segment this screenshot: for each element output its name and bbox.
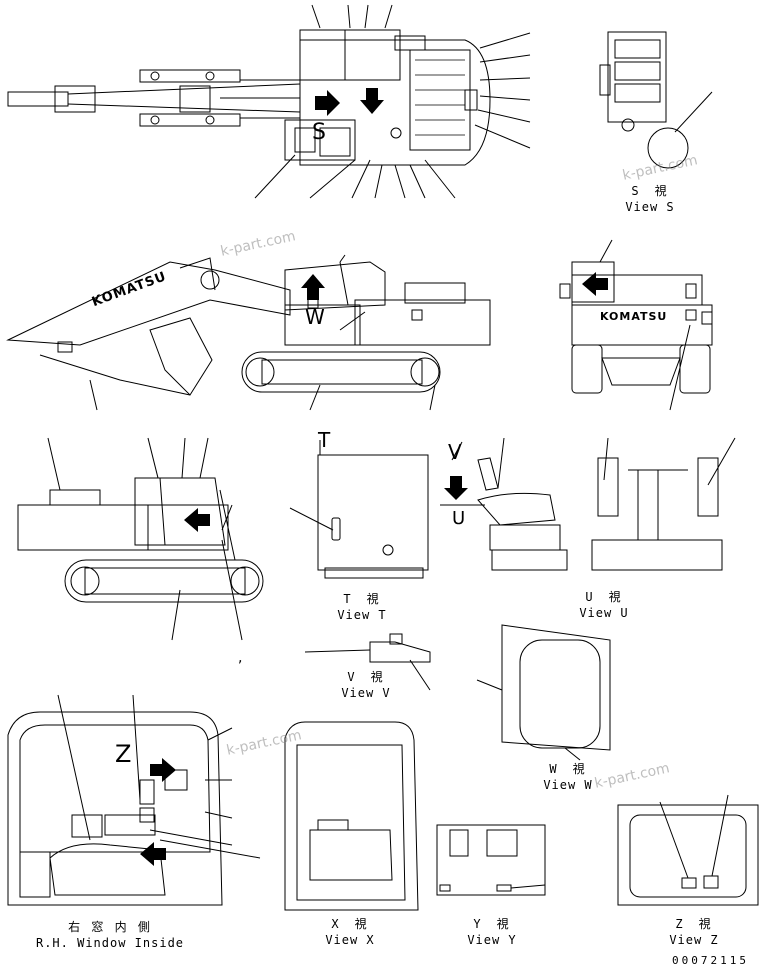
marker-z: Z bbox=[115, 740, 132, 768]
view-u-front bbox=[591, 437, 736, 571]
view-u-jp: U 視 bbox=[585, 590, 623, 604]
marker-u: U bbox=[452, 508, 466, 529]
view-y-jp: Y 視 bbox=[473, 917, 511, 931]
view-t-en: View T bbox=[337, 608, 387, 622]
view-z-jp: Z 視 bbox=[675, 917, 713, 931]
side-view-right bbox=[17, 437, 264, 641]
side-view-right-arrow bbox=[184, 508, 210, 532]
view-z-en: View Z bbox=[669, 933, 719, 947]
view-s-drawing bbox=[599, 31, 713, 169]
top-view-arrows bbox=[315, 88, 384, 116]
marker-w: W bbox=[305, 305, 325, 329]
side-view-arrow bbox=[301, 274, 325, 300]
view-x-drawing bbox=[284, 721, 419, 911]
side-view-left bbox=[6, 254, 491, 411]
view-t-drawing bbox=[289, 440, 429, 579]
top-view-machine bbox=[7, 4, 531, 199]
view-u-en: View U bbox=[579, 606, 629, 620]
view-s-jp: S 視 bbox=[631, 184, 669, 198]
brand-lettering-rear: KOMATSU bbox=[600, 310, 668, 323]
view-y-drawing bbox=[436, 824, 546, 896]
marker-comma: , bbox=[238, 650, 243, 666]
view-z-drawing bbox=[617, 794, 759, 906]
view-v-drawing bbox=[304, 633, 431, 691]
view-y-en: View Y bbox=[467, 933, 517, 947]
rh-window-jp: 右 窓 内 側 bbox=[68, 920, 152, 934]
drawing-code: 00072115 bbox=[672, 954, 749, 967]
marker-t: T bbox=[318, 428, 331, 452]
view-w-jp: W 視 bbox=[549, 762, 587, 776]
view-v-arrow bbox=[444, 476, 468, 500]
rear-view-arrow bbox=[582, 272, 608, 296]
view-s-en: View S bbox=[625, 200, 675, 214]
view-w-en: View W bbox=[543, 778, 593, 792]
view-u-side bbox=[440, 437, 568, 571]
rh-window-arrows bbox=[140, 758, 176, 866]
view-v-en: View V bbox=[341, 686, 391, 700]
rear-view bbox=[559, 239, 713, 411]
view-v-jp: V 視 bbox=[347, 670, 385, 684]
rh-window-en: R.H. Window Inside bbox=[35, 936, 185, 950]
view-x-jp: X 視 bbox=[331, 917, 369, 931]
marker-s: S bbox=[312, 120, 326, 145]
view-x-en: View X bbox=[325, 933, 375, 947]
view-w-drawing bbox=[476, 624, 611, 761]
marker-v: V bbox=[448, 440, 462, 464]
view-t-jp: T 視 bbox=[343, 592, 381, 606]
rh-window-inside-drawing bbox=[7, 694, 261, 906]
